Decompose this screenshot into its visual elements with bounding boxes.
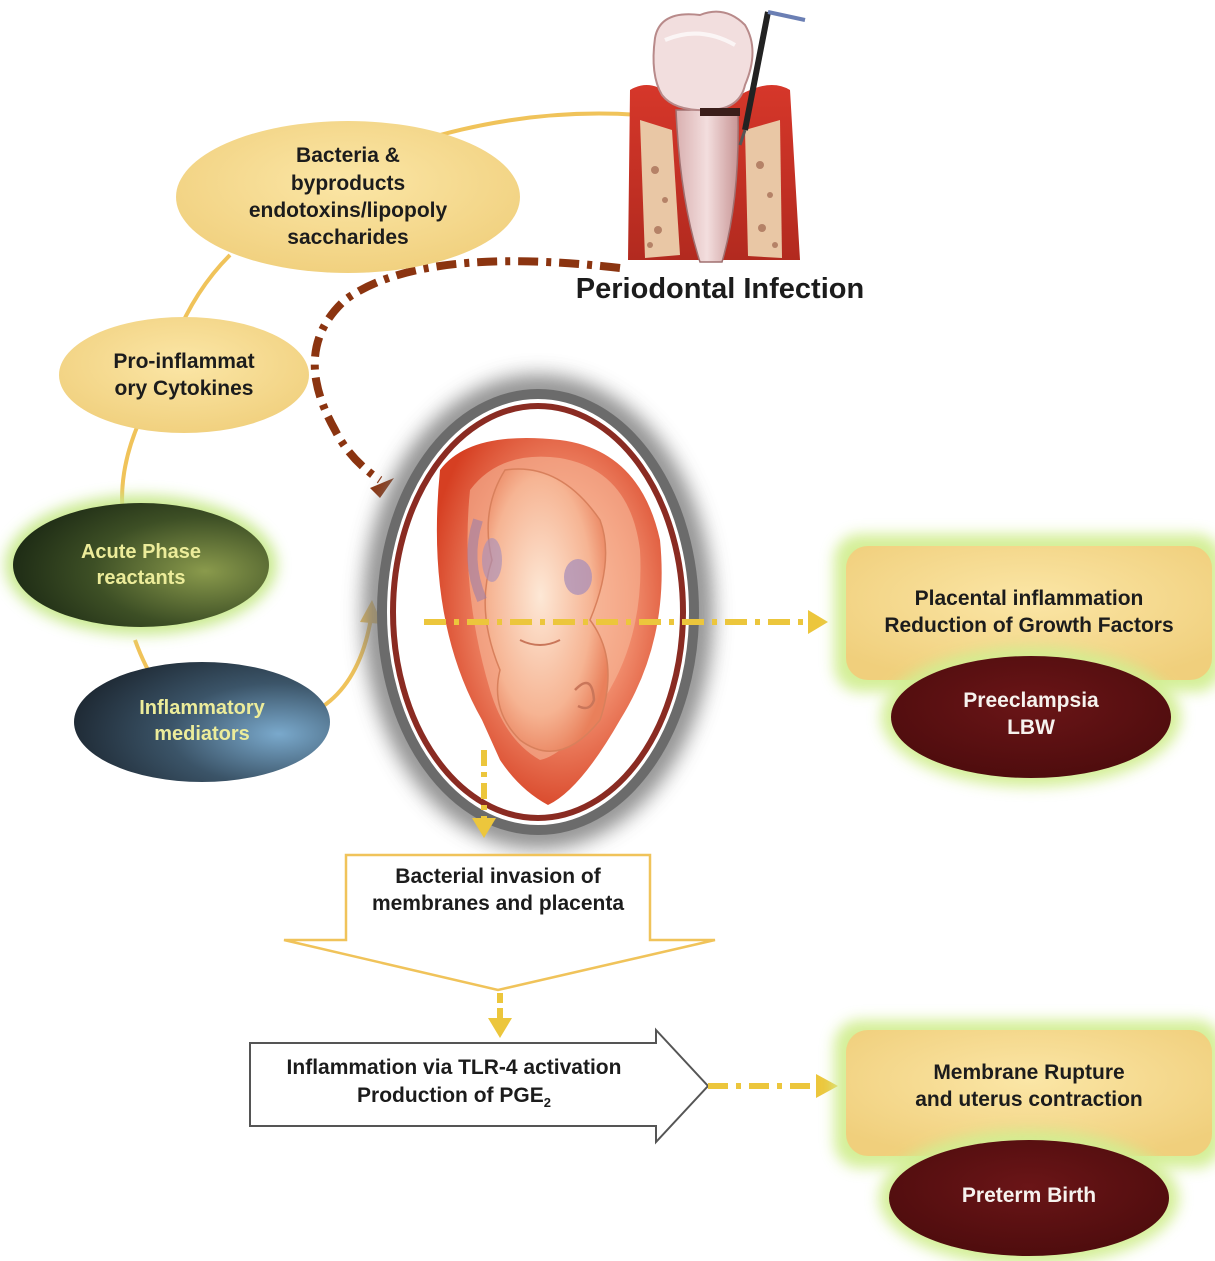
mediators-line: mediators [154,721,250,747]
acute-phase-line: Acute Phase [81,539,201,565]
placental-line: Reduction of Growth Factors [884,612,1173,639]
pge2-subscript: 2 [544,1095,551,1110]
preterm-label: Preterm Birth [910,1178,1148,1214]
cytokines-label: Pro-inflammat ory Cytokines [80,344,288,406]
arrow-to-placental-head [808,610,828,634]
preeclampsia-line: Preeclampsia [963,687,1098,714]
bacteria-line: endotoxins/lipopoly [249,197,447,224]
cytokines-line: Pro-inflammat [113,348,254,375]
preeclampsia-label: Preeclampsia LBW [910,682,1152,746]
preeclampsia-line: LBW [1007,714,1055,741]
periodontal-infection-title: Periodontal Infection [540,268,900,312]
bacteria-line: Bacteria & [296,142,400,169]
tlr4-line: Inflammation via TLR-4 activation [287,1054,622,1081]
bacterial-invasion-label: Bacterial invasion of membranes and plac… [352,858,644,922]
tooth-illustration [628,12,805,262]
acute-phase-line: reactants [97,565,186,591]
invasion-line: Bacterial invasion of [395,863,600,890]
membrane-line: and uterus contraction [915,1086,1143,1113]
acute-phase-label: Acute Phase reactants [38,534,244,596]
membrane-label: Membrane Rupture and uterus contraction [846,1054,1212,1118]
mediators-line: Inflammatory [139,695,265,721]
bacteria-label: Bacteria & byproducts endotoxins/lipopol… [200,138,496,256]
bacteria-line: byproducts [291,170,405,197]
membrane-line: Membrane Rupture [933,1059,1124,1086]
invasion-line: membranes and placenta [372,890,624,917]
fetus-in-uterus-illustration [378,390,698,834]
bacteria-line: saccharides [287,224,408,251]
pge2-line: Production of PGE2 [357,1082,551,1112]
tlr4-label: Inflammation via TLR-4 activation Produc… [252,1046,656,1120]
placental-label: Placental inflammation Reduction of Grow… [846,580,1212,644]
mediators-label: Inflammatory mediators [100,690,304,752]
cytokines-line: ory Cytokines [115,375,254,402]
cycle-connector-top [440,114,640,135]
placental-line: Placental inflammation [915,585,1144,612]
arrow-to-tlr4-head [488,1018,512,1038]
pge2-text: Production of PGE [357,1084,544,1107]
title-text: Periodontal Infection [576,271,864,309]
preterm-line: Preterm Birth [962,1182,1096,1209]
